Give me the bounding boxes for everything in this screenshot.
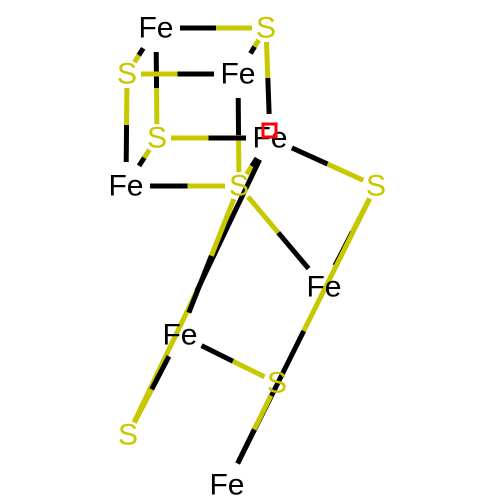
- atom-s6: S: [267, 367, 287, 400]
- bond-s1-fe3-half-2: [265, 77, 272, 115]
- bond-fe1-s3: [153, 51, 160, 125]
- atom-s4: S: [229, 170, 249, 203]
- bond-fe1-s2-half-1: [136, 46, 146, 57]
- highlight-marker: [261, 122, 278, 139]
- bond-s3-fe4-half-1: [142, 148, 152, 160]
- bond-s3-fe4: [136, 148, 152, 168]
- bond-s5-fe7-half-1: [301, 197, 372, 333]
- bond-s2-fe4: [123, 87, 130, 163]
- bond-fe3-s4-half-2: [244, 164, 254, 176]
- atom-s2: S: [117, 58, 137, 91]
- bond-fe3-s4-half-1: [249, 156, 260, 168]
- bond-fe2-s4: [235, 97, 242, 173]
- bond-fe6-s6: [200, 343, 266, 380]
- bond-fe3-s4: [244, 156, 260, 176]
- atom-s1: S: [256, 12, 276, 45]
- atom-fe5: Fe: [306, 271, 341, 304]
- atom-s7: S: [118, 419, 138, 452]
- atom-fe7: Fe: [209, 469, 244, 500]
- bond-fe1-s2-half-2: [132, 53, 141, 64]
- bond-fe6-s7-half-2: [132, 388, 154, 424]
- atom-fe1: Fe: [138, 12, 173, 45]
- bond-s4-fe5: [246, 195, 311, 271]
- bond-s4-fe5-half-1: [246, 195, 281, 235]
- atom-fe6: Fe: [162, 319, 197, 352]
- bond-s6-fe7-half-2: [235, 428, 257, 465]
- atom-s3: S: [147, 122, 167, 155]
- bond-fe6-s4-half-2: [209, 198, 237, 257]
- bond-fe6-s7-half-1: [149, 355, 172, 391]
- bond-s1-fe3-half-1: [264, 41, 271, 79]
- bond-s1-fe2: [248, 38, 261, 55]
- bond-s6-fe7-half-1: [251, 394, 274, 431]
- bond-s1-fe2-half-1: [252, 38, 261, 49]
- bond-s1-fe3: [264, 41, 272, 115]
- bond-fe6-s4-half-1: [186, 254, 214, 314]
- bond-fe3-s5-half-2: [326, 161, 365, 183]
- atom-fe2: Fe: [220, 58, 255, 91]
- bond-fe6-s6-half-2: [231, 358, 266, 380]
- bond-fe3-s5: [290, 145, 365, 183]
- bond-s4-fe5-half-2: [276, 231, 311, 271]
- bond-fe3-s5-half-1: [290, 145, 329, 167]
- bond-fe6-s4: [186, 198, 237, 314]
- bond-fe6-s6-half-1: [200, 343, 235, 364]
- atom-fe4: Fe: [108, 170, 143, 203]
- bond-s1-fe2-half-2: [248, 45, 257, 55]
- bond-fe1-s2: [132, 46, 146, 64]
- bond-layer: [123, 25, 372, 465]
- bond-s6-fe7: [235, 394, 274, 465]
- atom-s5: S: [366, 170, 386, 203]
- bond-fe6-s7: [132, 355, 172, 424]
- bond-s3-fe4-half-2: [136, 156, 147, 168]
